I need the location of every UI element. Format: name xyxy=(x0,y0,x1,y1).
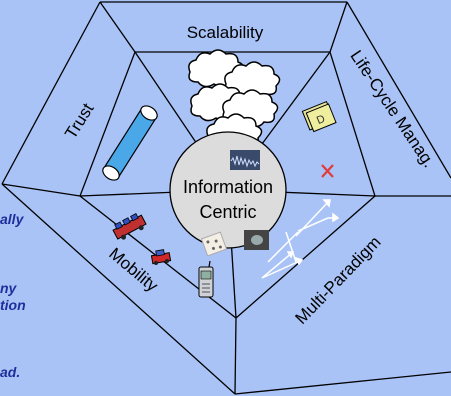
center-label-line1: Information xyxy=(183,177,273,197)
background-text-fragment: ny xyxy=(0,280,17,296)
red-x-icon xyxy=(321,164,334,178)
segment-label-life-cycle: Life-Cycle Manag. xyxy=(346,47,438,171)
toy-block-icon xyxy=(112,212,147,240)
segment-label-multi-paradigm: Multi-Paradigm xyxy=(292,232,385,327)
background-text-fragment: ad. xyxy=(0,364,21,380)
center-label-line2: Centric xyxy=(199,202,256,222)
cylinder-icon xyxy=(102,105,158,181)
mobile-phone-icon xyxy=(198,260,214,298)
spoke xyxy=(99,1,136,53)
background-text-fragment: tion xyxy=(0,297,26,313)
outer-edge xyxy=(346,1,451,179)
spoke xyxy=(329,1,348,53)
toy-car-icon xyxy=(150,249,172,265)
outer-edge xyxy=(1,1,101,185)
waveform-thumbnail-icon xyxy=(230,150,260,170)
outer-edge xyxy=(1,183,236,395)
inner-pentagon xyxy=(79,51,376,319)
document-icon: D xyxy=(301,100,337,133)
spoke xyxy=(1,183,81,197)
spoke xyxy=(234,317,237,395)
outer-edge xyxy=(234,371,451,395)
tag-device-icon xyxy=(200,231,228,257)
segment-label-scalability: Scalability xyxy=(187,23,264,42)
segment-label-trust: Trust xyxy=(61,100,97,143)
background-text-fragment: ally xyxy=(0,211,24,227)
segment-label-mobility: Mobility xyxy=(105,244,162,296)
arrow-network-icon xyxy=(261,199,340,279)
svg-text:D: D xyxy=(315,113,327,127)
photo-thumbnail-icon xyxy=(244,230,269,250)
